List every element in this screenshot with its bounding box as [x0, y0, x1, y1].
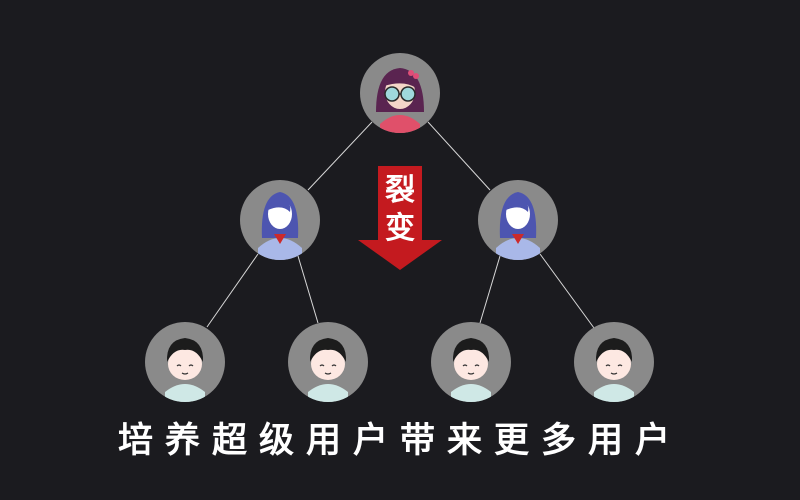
woman-blue-hair-avatar-icon: [496, 192, 540, 260]
top-user-node: [360, 53, 440, 133]
bottom-user-node-4: [574, 322, 654, 402]
woman-with-glasses-avatar-icon: [376, 68, 424, 133]
boy-avatar-icon: [451, 338, 491, 402]
boy-avatar-icon: [308, 338, 348, 402]
middle-user-node-right: [478, 180, 558, 260]
connector-left-1: [206, 253, 259, 328]
boy-avatar-icon: [165, 338, 205, 402]
connector-top-left: [307, 121, 373, 191]
bottom-user-node-1: [145, 322, 225, 402]
connector-right-2: [539, 253, 595, 329]
bottom-user-node-2: [288, 322, 368, 402]
woman-blue-hair-avatar-icon: [258, 192, 302, 260]
boy-avatar-icon: [594, 338, 634, 402]
arrow-label-line1: 裂: [385, 173, 415, 208]
connector-right-1: [479, 255, 501, 324]
caption-text: 培养超级用户带来更多用户: [117, 421, 682, 461]
down-arrow-icon: [358, 166, 442, 270]
connector-top-right: [427, 121, 491, 191]
bottom-user-node-3: [431, 322, 511, 402]
arrow-label-line2: 变: [385, 211, 415, 246]
fission-arrow: 裂 变: [358, 166, 442, 270]
connector-left-2: [297, 255, 319, 324]
connector-lines: [206, 121, 595, 329]
middle-user-node-left: [240, 180, 320, 260]
